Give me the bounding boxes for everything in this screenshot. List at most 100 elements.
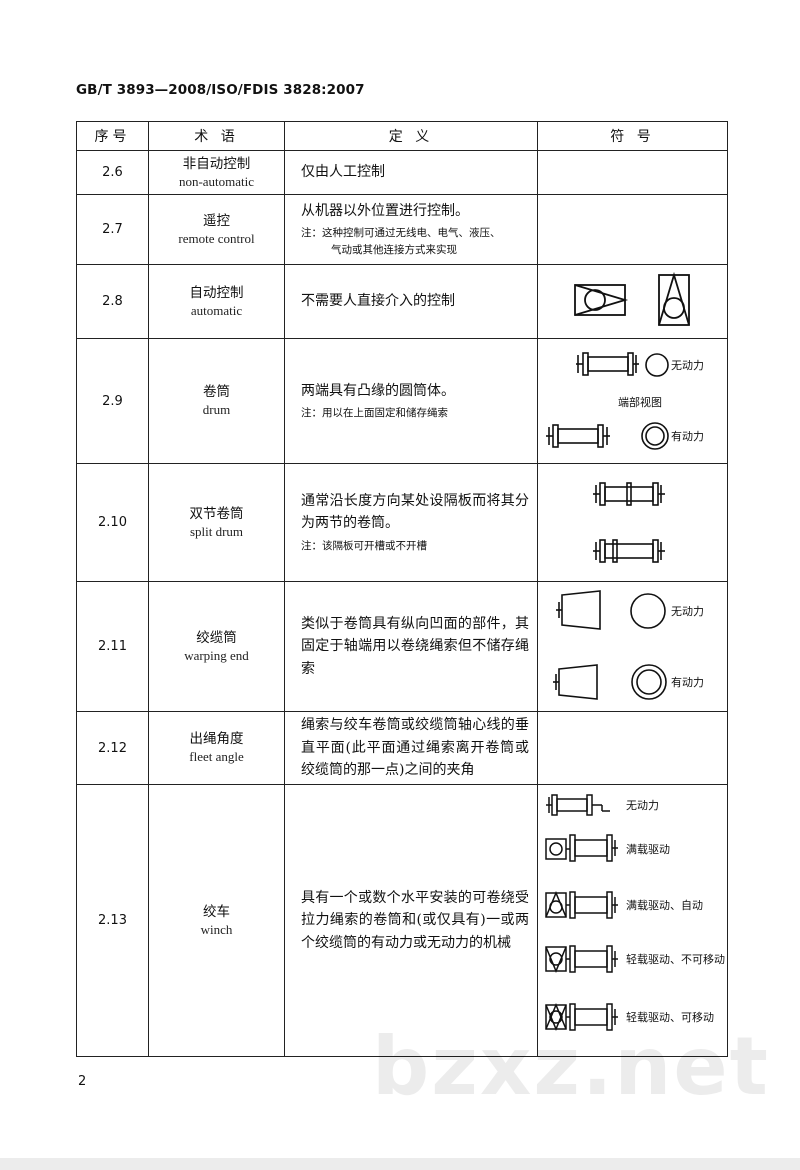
label-powered: 有动力 [671, 429, 704, 443]
winch-light-load-fixed-icon [545, 945, 618, 973]
split-drum-divider-icon [593, 482, 665, 506]
row-number: 2.12 [76, 711, 149, 785]
definition-note-continued: 气动或其他连接方式来实现 [331, 244, 457, 257]
split-drum-symbols [593, 482, 665, 563]
definition-note: 注：用以在上面固定和储存绳索 [301, 407, 448, 419]
definition-text: 不需要人直接介入的控制 [301, 293, 455, 310]
row-number: 2.11 [76, 581, 149, 712]
col-header-symbol: 符 号 [537, 121, 728, 151]
term-zh: 卷筒 [203, 384, 230, 401]
winch-label-2: 满载驱动 [626, 843, 670, 856]
definition-text: 类似于卷筒具有纵向凹面的部件，其固定于轴端用以卷绕绳索但不储存绳索 [301, 615, 529, 677]
label-unpowered: 无动力 [671, 605, 704, 618]
winch-unpowered-icon [546, 794, 610, 816]
terms-table: 序号 术 语 定 义 符 号 2.6 非自动控制 non-automatic 仅… [76, 121, 728, 1057]
col-header-term: 术 语 [148, 121, 285, 151]
term-en: fleet angle [189, 749, 244, 765]
table-row: 2.10 双节卷筒 split drum 通常沿长度方向某处设隔板而将其分为两节… [76, 463, 728, 582]
definition-cell: 仅由人工控制 [284, 150, 538, 195]
table-row: 2.7 遥控 remote control 从机器以外位置进行控制。 注：这种控… [76, 194, 728, 265]
term-en: remote control [178, 230, 255, 246]
symbol-cell-empty [537, 711, 728, 785]
label-powered: 有动力 [671, 675, 704, 689]
term-en: automatic [190, 302, 243, 318]
symbol-cell: 无动力 满载驱动 满载驱动、自动 轻载驱动、不可移动 轻载驱动、可移动 [537, 784, 728, 1057]
term-zh: 自动控制 [189, 284, 244, 301]
automatic-control-symbol [574, 271, 690, 326]
row-number: 2.9 [76, 338, 149, 464]
term-zh: 双节卷筒 [189, 505, 244, 522]
term-cell: 绞缆筒 warping end [148, 581, 285, 712]
term-cell: 遥控 remote control [148, 194, 285, 265]
winch-label-5: 轻载驱动、可移动 [626, 1010, 714, 1024]
term-cell: 绞车 winch [148, 784, 285, 1057]
split-drum-offset-icon [593, 539, 665, 563]
winch-label-3: 满载驱动、自动 [626, 899, 703, 912]
col-header-definition: 定 义 [284, 121, 538, 151]
term-cell: 卷筒 drum [148, 338, 285, 464]
table-row: 2.13 绞车 winch 具有一个或数个水平安装的可卷绕受拉力绳索的卷筒和(或… [76, 784, 728, 1057]
drum-side-view-powered-icon [546, 424, 610, 448]
table-row: 2.11 绞缆筒 warping end 类似于卷筒具有纵向凹面的部件，其固定于… [76, 581, 728, 712]
definition-cell: 两端具有凸缘的圆筒体。 注：用以在上面固定和储存绳索 [284, 338, 538, 464]
label-unpowered: 无动力 [671, 359, 704, 372]
symbol-cell-empty [537, 194, 728, 265]
symbol-cell [537, 463, 728, 582]
symbol-cell: 无动力 有动力 [537, 581, 728, 712]
warping-end-symbols: 无动力 有动力 [553, 590, 704, 700]
row-number: 2.7 [76, 194, 149, 265]
definition-text: 具有一个或数个水平安装的可卷绕受拉力绳索的卷筒和(或仅具有)一或两个绞缆筒的有动… [301, 889, 529, 951]
watermark: bzxz.net [372, 1020, 770, 1113]
row-number: 2.10 [76, 463, 149, 582]
definition-text: 绳索与绞车卷筒或绞缆筒轴心线的垂直平面(此平面通过绳索离开卷筒或绞缆筒的那一点)… [301, 717, 529, 779]
warping-end-side-unpowered-icon [556, 590, 601, 630]
row-number: 2.6 [76, 150, 149, 195]
standard-id-header: GB/T 3893—2008/ISO/FDIS 3828:2007 [76, 82, 365, 98]
definition-cell: 不需要人直接介入的控制 [284, 264, 538, 339]
row-number: 2.13 [76, 784, 149, 1057]
definition-cell: 通常沿长度方向某处设隔板而将其分为两节的卷筒。 注：该隔板可开槽或不开槽 [284, 463, 538, 582]
definition-text: 两端具有凸缘的圆筒体。 [301, 382, 455, 399]
term-zh: 遥控 [203, 212, 230, 229]
drum-side-view-unpowered-icon [576, 352, 639, 376]
term-cell: 出绳角度 fleet angle [148, 711, 285, 785]
symbol-cell: 无动力 端部视图 有动力 [537, 338, 728, 464]
term-en: split drum [189, 523, 244, 539]
term-en: drum [202, 402, 231, 418]
definition-text: 从机器以外位置进行控制。 [301, 202, 469, 219]
term-zh: 非自动控制 [182, 155, 251, 172]
table-header-row: 序号 术 语 定 义 符 号 [76, 121, 728, 151]
warping-end-front-powered-icon [631, 664, 667, 700]
term-zh: 绞车 [203, 903, 230, 920]
symbol-cell [537, 264, 728, 339]
winch-full-load-automatic-icon [545, 891, 618, 919]
winch-label-1: 无动力 [626, 799, 659, 812]
bottom-edge [0, 1158, 800, 1170]
drum-end-view-powered-icon [641, 422, 669, 450]
definition-cell: 具有一个或数个水平安装的可卷绕受拉力绳索的卷筒和(或仅具有)一或两个绞缆筒的有动… [284, 784, 538, 1057]
definition-cell: 类似于卷筒具有纵向凹面的部件，其固定于轴端用以卷绕绳索但不储存绳索 [284, 581, 538, 712]
table-row: 2.9 卷筒 drum 两端具有凸缘的圆筒体。 注：用以在上面固定和储存绳索 [76, 338, 728, 464]
col-header-number: 序号 [76, 121, 149, 151]
term-zh: 绞缆筒 [196, 629, 237, 646]
automatic-horizontal-icon [574, 284, 626, 316]
term-zh: 出绳角度 [189, 731, 244, 748]
table-row: 2.12 出绳角度 fleet angle 绳索与绞车卷筒或绞缆筒轴心线的垂直平… [76, 711, 728, 785]
term-en: non-automatic [178, 173, 255, 189]
term-en: warping end [184, 647, 249, 663]
term-cell: 非自动控制 non-automatic [148, 150, 285, 195]
term-en: winch [200, 921, 233, 937]
definition-note: 注：这种控制可通过无线电、电气、液压、 [301, 227, 501, 240]
symbol-cell-empty [537, 150, 728, 195]
winch-label-4: 轻载驱动、不可移动 [626, 952, 725, 966]
label-end-view: 端部视图 [618, 395, 662, 409]
winch-light-load-movable-icon [545, 1003, 618, 1031]
page-number: 2 [78, 1074, 87, 1089]
warping-end-side-powered-icon [553, 664, 598, 700]
table-row: 2.8 自动控制 automatic 不需要人直接介入的控制 [76, 264, 728, 339]
warping-end-front-unpowered-icon [630, 593, 666, 629]
definition-text: 仅由人工控制 [301, 164, 385, 181]
definition-text: 通常沿长度方向某处设隔板而将其分为两节的卷筒。 [301, 492, 529, 532]
drum-end-view-unpowered-icon [645, 353, 669, 377]
term-cell: 自动控制 automatic [148, 264, 285, 339]
